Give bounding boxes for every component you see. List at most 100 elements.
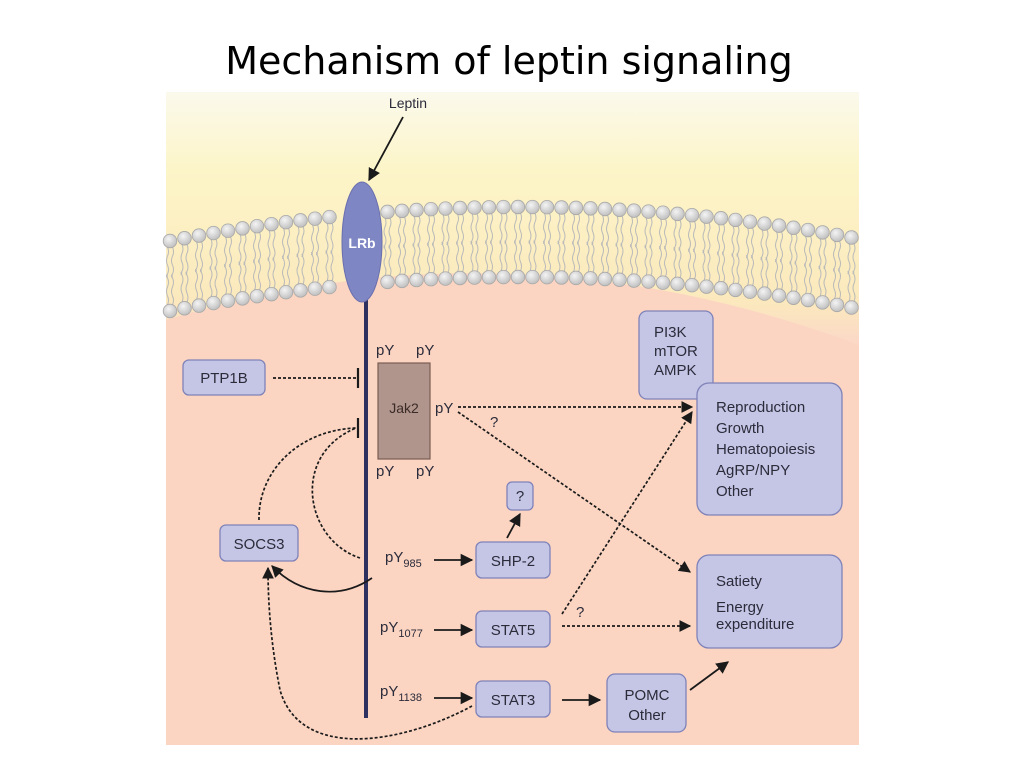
lipid-head — [409, 272, 424, 288]
lrb-receptor — [341, 181, 383, 303]
lipid-head — [771, 218, 787, 233]
lipid-head — [438, 201, 453, 216]
lipid-tails — [383, 217, 392, 277]
jak2-to-satiety-arrow — [457, 411, 691, 573]
ptp1b-label: PTP1B — [200, 370, 248, 387]
lipid-tails — [253, 232, 261, 291]
lipid-head — [757, 216, 772, 231]
lipid-head — [612, 272, 627, 287]
lipid-head — [162, 303, 178, 319]
lipid-head — [380, 204, 395, 220]
lipid-head — [220, 223, 236, 238]
lipid-head — [626, 273, 642, 288]
unknown-target-label: ? — [516, 488, 524, 505]
lipid-tails — [557, 213, 566, 272]
lipid-head — [235, 221, 250, 236]
lipid-head — [786, 220, 801, 235]
lipid-head — [597, 201, 613, 217]
lipid-head — [568, 200, 584, 216]
stat5-box — [475, 610, 551, 648]
cell-membrane — [162, 199, 859, 319]
lipid-head — [597, 271, 613, 287]
lipid-head — [481, 200, 497, 215]
lipid-head — [583, 271, 598, 286]
jak2-box — [377, 362, 431, 460]
lipid-head — [641, 204, 656, 219]
lipid-head — [220, 293, 236, 308]
lipid-head — [264, 216, 279, 232]
stat3-box — [475, 680, 551, 718]
lipid-head — [800, 222, 816, 238]
py-top-left: pY — [376, 342, 394, 359]
lipid-tails — [630, 216, 638, 275]
pomc-box — [606, 673, 687, 733]
unknown-target-box — [506, 481, 534, 511]
lipid-head — [539, 200, 555, 215]
lipid-head — [423, 201, 439, 217]
lipid-tails — [572, 213, 580, 273]
lipid-head — [554, 200, 569, 215]
lipid-tails — [688, 221, 696, 280]
lipid-head — [423, 271, 439, 287]
leptin-arrow — [368, 116, 404, 182]
shp2-to-unknown-arrow — [506, 512, 521, 539]
lipid-tails — [673, 219, 682, 279]
lipid-tails — [528, 212, 537, 272]
lipid-tails — [485, 213, 493, 272]
lipid-head — [394, 273, 410, 289]
lipid-head — [786, 290, 801, 305]
lipid-tails — [804, 235, 812, 295]
lipid-head — [641, 274, 656, 289]
lipid-head — [829, 297, 845, 313]
lipid-tails — [586, 214, 595, 273]
lipid-head — [612, 202, 627, 217]
satiety-box — [696, 554, 843, 649]
lipid-head — [162, 233, 178, 249]
lipid-head — [815, 225, 830, 240]
lrb-label: LRb — [348, 235, 375, 251]
lipid-head — [177, 231, 192, 246]
pi3k-box — [638, 310, 714, 400]
lipid-head — [191, 298, 207, 313]
lipid-tails — [833, 240, 841, 300]
stat5-uncertain-label: ? — [576, 604, 584, 621]
lipid-tails — [514, 212, 522, 272]
lipid-head — [829, 227, 845, 243]
lipid-tails — [847, 243, 856, 302]
lipid-head — [742, 284, 758, 299]
lipid-tails — [818, 238, 827, 297]
lipid-tails — [760, 229, 769, 288]
lipid-head — [293, 283, 308, 298]
lipid-head — [713, 211, 729, 226]
lipid-head — [800, 292, 816, 308]
lipid-tails — [731, 225, 740, 285]
stat3-label: STAT3 — [491, 692, 535, 709]
lipid-head — [496, 269, 511, 285]
socs3-label: SOCS3 — [234, 536, 285, 553]
lipid-head — [409, 202, 424, 218]
lipid-tails — [398, 216, 406, 276]
py-bottom-left: pY — [376, 463, 394, 480]
lipid-head — [655, 205, 671, 220]
lipid-head — [467, 200, 482, 215]
lipid-head — [655, 275, 671, 290]
lipid-head — [438, 271, 453, 286]
lipid-head — [191, 228, 207, 243]
lipid-head — [467, 270, 482, 285]
lipid-tails — [615, 215, 624, 274]
lipid-head — [525, 269, 540, 285]
lipid-tails — [746, 227, 754, 286]
lipid-head — [307, 281, 323, 296]
lipid-tails — [456, 213, 464, 273]
pomc-to-satiety-arrow — [689, 661, 730, 691]
lipid-tails — [644, 217, 653, 276]
lipid-head — [278, 214, 294, 230]
lipid-head — [278, 284, 294, 300]
lipid-head — [177, 301, 192, 316]
lipid-head — [394, 203, 410, 219]
lipid-head — [249, 288, 265, 304]
ptp1b-box — [182, 359, 266, 396]
